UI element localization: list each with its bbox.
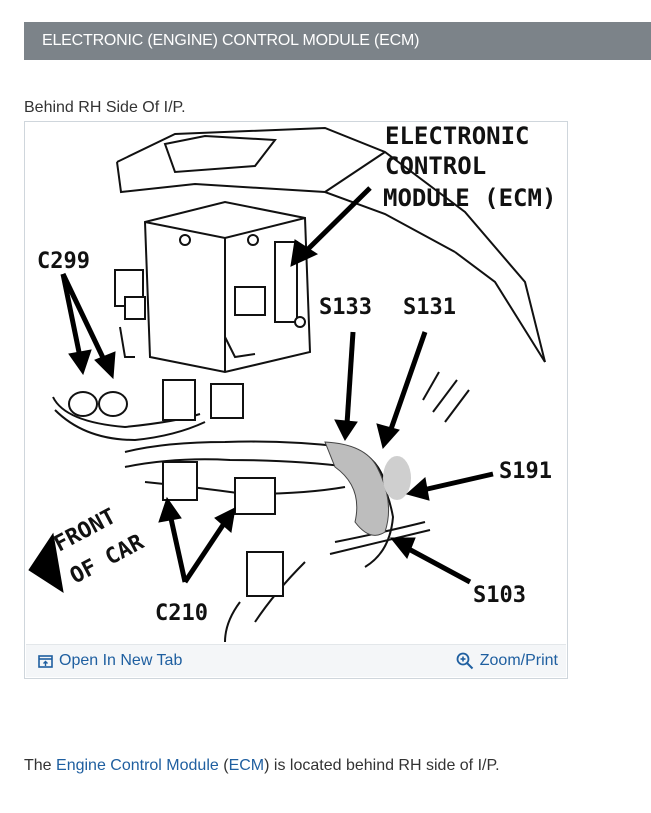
label-ecm-line1: ELECTRONIC — [385, 122, 530, 150]
open-in-new-tab-icon — [38, 654, 53, 668]
ecm-link[interactable]: ECM — [228, 757, 265, 774]
location-description: The Engine Control Module (ECM) is locat… — [24, 757, 500, 775]
ecm-location-diagram: ELECTRONIC CONTROL MODULE (ECM) C299 S13… — [28, 122, 556, 643]
instrument-panel-drawing — [116, 126, 546, 363]
callout-arrows — [28, 186, 494, 594]
zoom-print-link[interactable]: Zoom/Print — [456, 645, 558, 677]
description-open-paren: ( — [218, 757, 229, 774]
figure-caption: Behind RH Side Of I/P. — [24, 99, 186, 116]
open-in-new-tab-link[interactable]: Open In New Tab — [38, 645, 182, 677]
section-header: ELECTRONIC (ENGINE) CONTROL MODULE (ECM) — [24, 22, 651, 60]
label-s131: S131 — [403, 295, 456, 320]
label-c210: C210 — [155, 601, 208, 626]
label-ecm-line2: CONTROL — [385, 152, 486, 180]
figure-toolbar: Open In New Tab Zoom/Print — [26, 644, 566, 677]
diagram-figure: ELECTRONIC CONTROL MODULE (ECM) C299 S13… — [24, 121, 568, 679]
label-s191: S191 — [499, 459, 552, 484]
magnifier-plus-icon — [456, 652, 473, 670]
label-s133: S133 — [319, 295, 372, 320]
section-title: ELECTRONIC (ENGINE) CONTROL MODULE (ECM) — [42, 32, 420, 49]
label-c299: C299 — [37, 249, 90, 274]
splice-shading — [324, 441, 411, 536]
ecm-module-drawing — [114, 200, 312, 374]
open-in-new-tab-label: Open In New Tab — [59, 652, 183, 669]
description-suffix: ) is located behind RH side of I/P. — [264, 757, 500, 774]
engine-control-module-link[interactable]: Engine Control Module — [56, 757, 219, 774]
motion-lines — [422, 371, 470, 423]
description-prefix: The — [24, 757, 57, 774]
zoom-print-label: Zoom/Print — [479, 652, 558, 669]
label-s103: S103 — [473, 583, 526, 608]
label-ecm-line3: MODULE (ECM) — [383, 184, 556, 212]
connector-drawings — [68, 379, 284, 597]
